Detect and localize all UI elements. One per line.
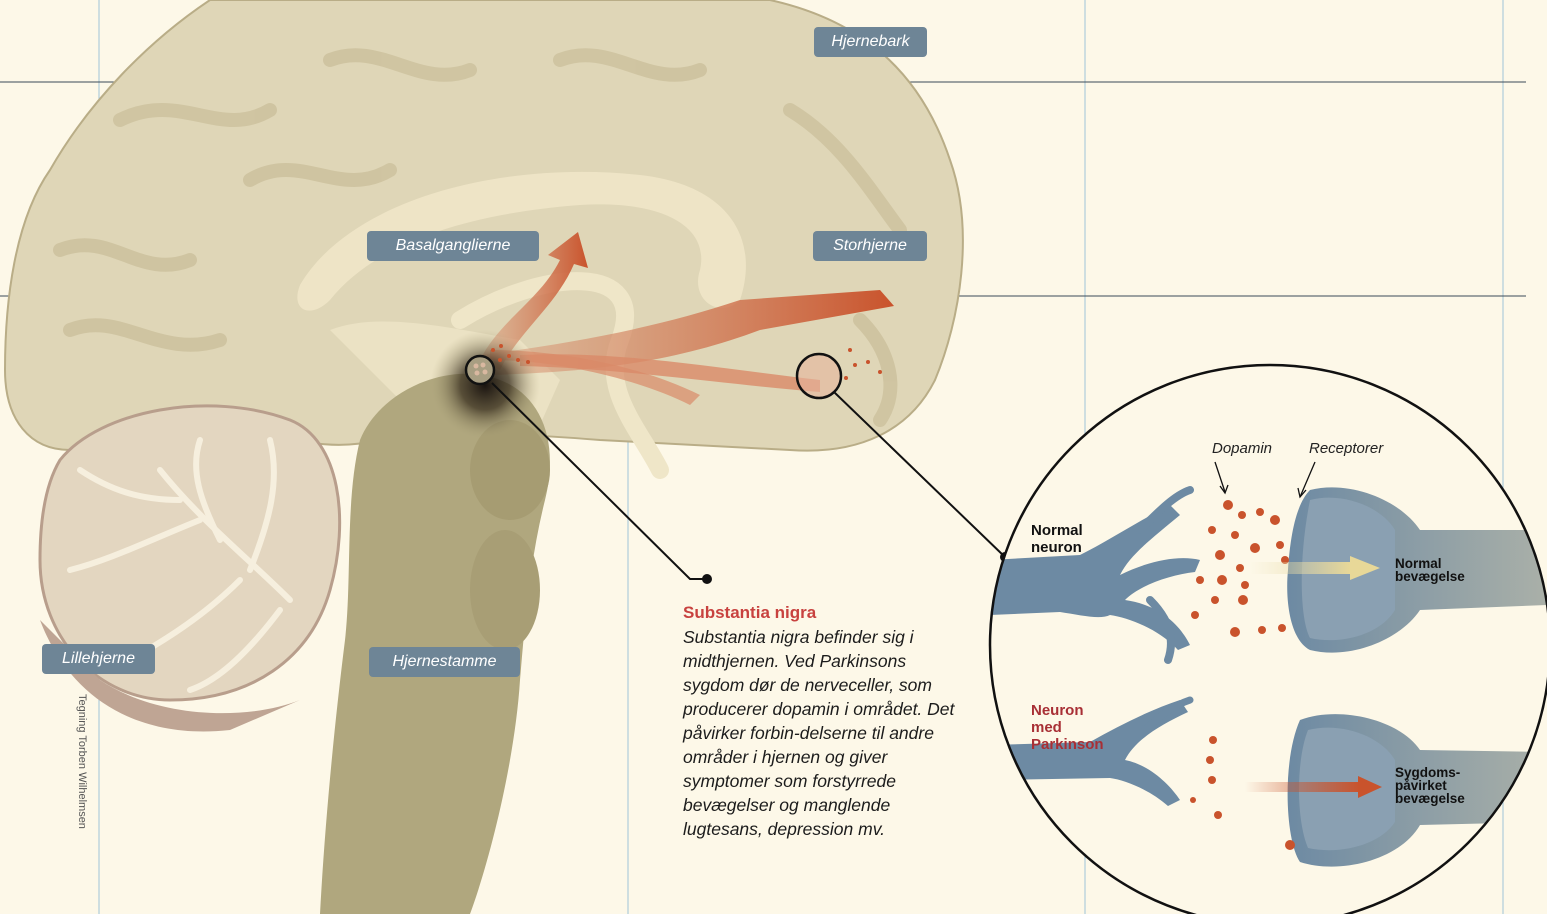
dopamin-label: Dopamin — [1212, 440, 1272, 457]
substantia-nigra-title: Substantia nigra — [683, 603, 963, 623]
receptorer-label: Receptorer — [1309, 440, 1383, 457]
label-hjernestamme: Hjernestamme — [369, 647, 520, 677]
label-hjernebark: Hjernebark — [814, 27, 927, 57]
artist-credit: Tegning Torben Wilhelmsen — [74, 694, 88, 894]
substantia-nigra-marker — [466, 356, 494, 384]
receiving-area-marker — [797, 354, 841, 398]
label-storhjerne: Storhjerne — [813, 231, 927, 261]
label-lillehjerne: Lillehjerne — [42, 644, 155, 674]
normal-movement-label: Normal bevægelse — [1395, 557, 1465, 583]
substantia-nigra-text: Substantia nigra Substantia nigra befind… — [683, 603, 963, 841]
substantia-nigra-description: Substantia nigra befinder sig i midthjer… — [683, 625, 963, 841]
disease-movement-label: Sygdoms- påvirket bevægelse — [1395, 766, 1465, 805]
label-basalganglierne: Basalganglierne — [367, 231, 539, 261]
parkinson-neuron-label: Neuron med Parkinson — [1031, 702, 1104, 753]
leader-inset — [834, 392, 1005, 557]
normal-neuron-label: Normal neuron — [1031, 522, 1083, 556]
